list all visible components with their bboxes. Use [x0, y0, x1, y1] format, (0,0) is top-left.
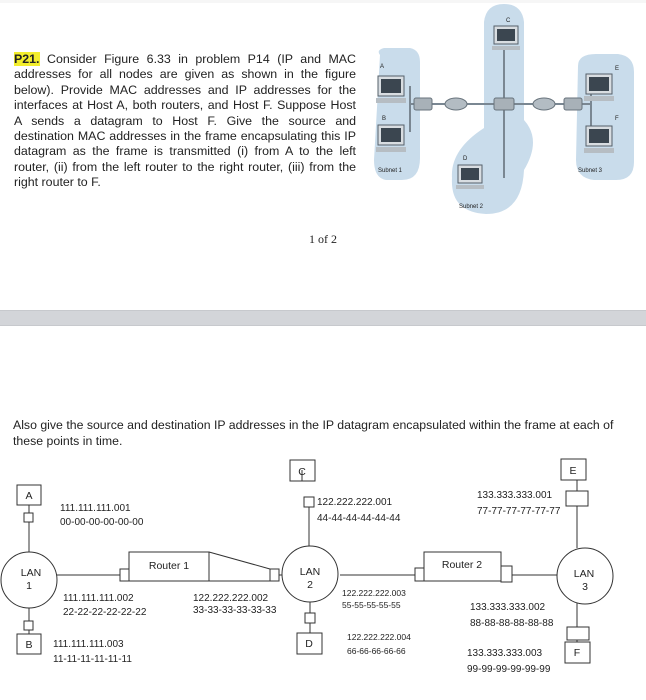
iface-f [566, 626, 590, 641]
d-mac: 66-66-66-66-66 [347, 646, 406, 656]
d-ip: 122.222.222.004 [347, 632, 411, 642]
host-e-label: E [569, 465, 576, 477]
a-ip: 111.111.111.001 [60, 503, 131, 514]
iface-b [23, 620, 34, 631]
host-a-label: A [380, 64, 384, 70]
subnet-1-label: Subnet 1 [378, 168, 403, 174]
b-ip: 111.111.111.003 [53, 639, 124, 650]
c-mac: 44-44-44-44-44-44 [317, 513, 401, 524]
network-figure-small: A B C D E F Subnet 1 Subnet 2 Subnet 3 [374, 4, 634, 214]
r1-right-ip: 122.222.222.002 [193, 593, 269, 604]
router-1-label: Router 1 [149, 560, 189, 572]
iface-r2-left [414, 567, 425, 582]
host-d-computer [456, 164, 484, 189]
switch-right [563, 97, 583, 111]
host-d-label: D [305, 638, 313, 650]
top-edge [0, 0, 646, 3]
lan-1-label-num: 1 [26, 580, 32, 592]
e-mac: 77-77-77-77-77-77 [477, 506, 561, 517]
r2-right-ip: 133.333.333.002 [470, 602, 546, 613]
host-f-label: F [615, 116, 619, 122]
subnet-3-label: Subnet 3 [578, 168, 603, 174]
r1-left-ip: 111.111.111.002 [63, 593, 134, 604]
switches [413, 97, 583, 111]
lan-3-label-top: LAN [574, 568, 594, 580]
e-ip: 133.333.333.001 [477, 490, 553, 501]
document-page-1: P21. Consider Figure 6.33 in problem P14… [0, 0, 646, 310]
r1-left-mac: 22-22-22-22-22-22 [63, 607, 147, 618]
iface-r1-left [119, 568, 130, 582]
problem-label: P21. [14, 52, 40, 66]
subnet-3-region [576, 54, 634, 180]
switch-middle [493, 97, 515, 111]
b-mac: 11-11-11-11-11-11 [53, 654, 132, 665]
host-b-computer [376, 124, 406, 152]
router-2-label: Router 2 [442, 559, 482, 571]
host-d-label: D [463, 156, 468, 162]
lan-2-circle [281, 545, 339, 603]
problem-body: Consider Figure 6.33 in problem P14 (IP … [14, 52, 356, 190]
lan-1-circle [0, 551, 58, 609]
host-a-label: A [25, 490, 32, 502]
host-c-label: C [506, 18, 511, 24]
page-indicator: 1 of 2 [309, 232, 337, 246]
r2-left-mac: 55-55-55-55-55 [342, 600, 401, 610]
iface-r2-right [500, 565, 513, 583]
c-ip: 122.222.222.001 [317, 497, 393, 508]
host-e-box [560, 458, 587, 481]
router-right [532, 97, 556, 111]
addressing-diagram: A B C D E F LAN 1 LAN 2 LAN 3 Router 1 R… [0, 458, 614, 675]
host-a-computer [376, 75, 406, 103]
switch-left [413, 97, 433, 111]
iface-d [304, 612, 316, 624]
iface-e [565, 490, 589, 507]
host-f-label: F [574, 647, 580, 659]
iface-c [303, 496, 315, 508]
lan-3-label-num: 3 [582, 581, 588, 593]
host-e-computer [584, 73, 614, 101]
host-c-computer [492, 25, 520, 50]
host-b-label: B [382, 116, 386, 122]
lan-2-label-top: LAN [300, 566, 320, 578]
subnet-2-region [451, 4, 533, 214]
host-f-computer [584, 125, 614, 153]
host-c-label: C [298, 466, 306, 478]
router-2-box [423, 551, 502, 582]
lan-2-label-num: 2 [307, 579, 313, 591]
host-e-label: E [615, 66, 619, 72]
r2-left-ip: 122.222.222.003 [342, 588, 406, 598]
iface-a [23, 512, 34, 523]
problem-text: P21. Consider Figure 6.33 in problem P14… [14, 52, 356, 191]
lan-1-label-top: LAN [21, 567, 41, 579]
subnet-2-label: Subnet 2 [459, 204, 484, 210]
router-1-box [128, 551, 210, 582]
r1-right-mac: 33-33-33-33-33-33 [193, 605, 277, 616]
page-separator [0, 310, 646, 326]
r2-right-mac: 88-88-88-88-88-88 [470, 618, 554, 629]
f-ip: 133.333.333.003 [467, 648, 543, 659]
router-left [444, 97, 468, 111]
host-b-label: B [25, 639, 32, 651]
f-mac: 99-99-99-99-99-99 [467, 664, 551, 675]
paragraph-2: Also give the source and destination IP … [13, 418, 614, 448]
iface-r1-right [269, 568, 280, 582]
a-mac: 00-00-00-00-00-00 [60, 517, 144, 528]
lan-3-circle [556, 547, 614, 605]
